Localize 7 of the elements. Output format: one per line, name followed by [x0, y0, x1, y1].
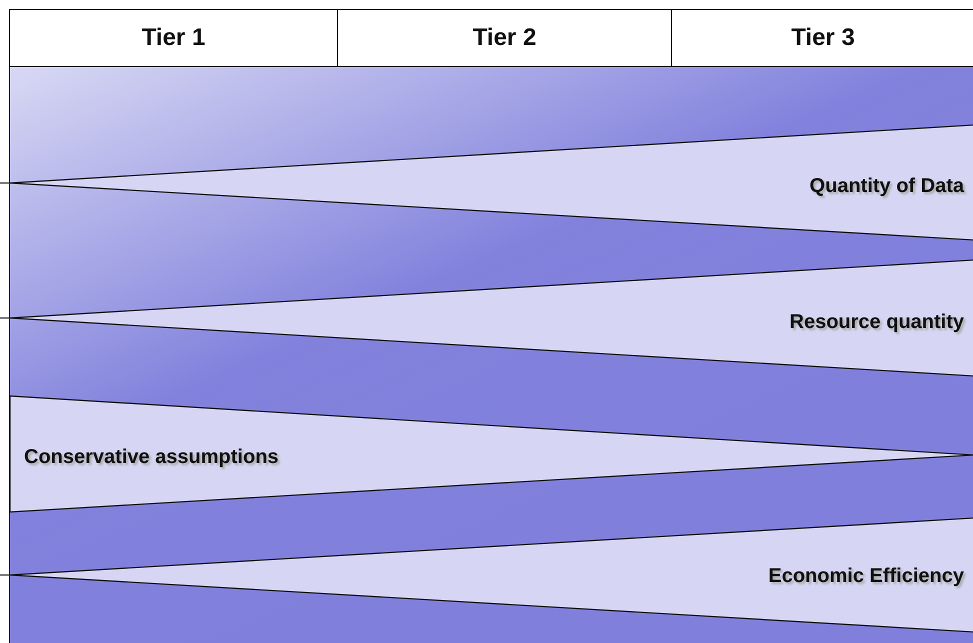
wedge-label: Economic Efficiency: [768, 565, 964, 588]
wedge-label: Conservative assumptions: [24, 446, 279, 469]
tier-heading: Tier 1: [142, 24, 206, 52]
wedge-label: Quantity of Data: [810, 175, 964, 198]
wedge-label: Resource quantity: [790, 311, 964, 334]
tier-heading: Tier 2: [472, 24, 536, 52]
tier-heading: Tier 3: [791, 24, 855, 52]
